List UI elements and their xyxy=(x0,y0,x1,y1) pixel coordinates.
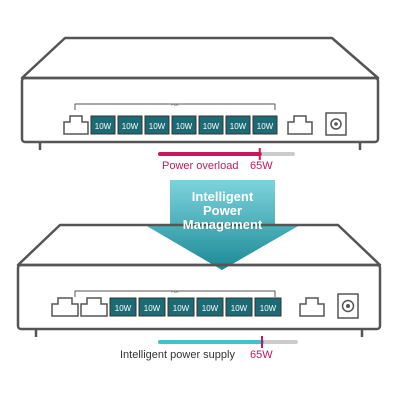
bottom-port-label-6: 10W xyxy=(260,304,277,313)
top-port-7: 10W xyxy=(252,115,278,135)
top-switch xyxy=(20,36,380,150)
top-uplink-port-icon xyxy=(287,115,313,135)
top-port-3: 10W xyxy=(144,115,170,135)
bottom-ports: 10W 10W 10W 10W 10W 10W xyxy=(51,293,359,319)
bottom-port-label-1: 10W xyxy=(115,304,132,313)
bottom-port-4: 10W xyxy=(196,297,224,317)
top-power-jack-icon xyxy=(325,112,347,136)
arrow-label-line-1: Intelligent xyxy=(191,189,254,204)
top-power-bar xyxy=(158,148,295,160)
bottom-port-label-4: 10W xyxy=(202,304,219,313)
top-power-value: 65W xyxy=(250,160,273,172)
top-port-label-2: 10W xyxy=(122,122,139,131)
bottom-port-label-2: 10W xyxy=(144,304,161,313)
bottom-port-empty-2 xyxy=(80,297,108,317)
top-port-6: 10W xyxy=(225,115,251,135)
top-switch-front xyxy=(20,76,380,144)
bottom-power-bar xyxy=(158,336,298,348)
bottom-power-caption: Intelligent power supply xyxy=(120,349,235,361)
top-port-label-7: 10W xyxy=(257,122,274,131)
bottom-power-jack-pin xyxy=(346,304,350,308)
bottom-port-label-3: 10W xyxy=(173,304,190,313)
top-power-caption: Power overload xyxy=(162,160,239,172)
top-port-label-1: 10W xyxy=(95,122,112,131)
top-port-4: 10W xyxy=(171,115,197,135)
top-port-1: 10W xyxy=(90,115,116,135)
top-port-5: 10W xyxy=(198,115,224,135)
bottom-port-label-5: 10W xyxy=(231,304,248,313)
arrow-label-line-2: Power xyxy=(202,203,242,218)
bottom-port-3: 10W xyxy=(167,297,195,317)
bottom-switch xyxy=(16,223,382,337)
top-power-jack-pin xyxy=(334,122,338,126)
bottom-port-empty-1 xyxy=(51,297,79,317)
top-port-label-5: 10W xyxy=(203,122,220,131)
bottom-power-value: 65W xyxy=(250,349,273,361)
top-poe-bracket xyxy=(74,103,276,110)
bottom-port-5: 10W xyxy=(225,297,253,317)
top-switch-lid xyxy=(20,36,380,80)
top-port-label-3: 10W xyxy=(149,122,166,131)
bottom-port-6: 10W xyxy=(254,297,282,317)
top-poe-label: PoE xyxy=(171,102,179,107)
top-port-label-6: 10W xyxy=(230,122,247,131)
top-ports: 10W 10W 10W 10W 10W 10W 10W xyxy=(63,112,347,136)
top-port-2: 10W xyxy=(117,115,143,135)
arrow-label-line-3: Management xyxy=(182,217,263,232)
top-power-jack-ring xyxy=(330,118,342,130)
bottom-switch-front xyxy=(16,263,382,331)
top-port-empty-1 xyxy=(63,115,89,135)
bottom-port-2: 10W xyxy=(138,297,166,317)
top-port-label-4: 10W xyxy=(176,122,193,131)
arrow-label: Intelligent Power Management xyxy=(170,190,275,232)
bottom-port-1: 10W xyxy=(109,297,137,317)
bottom-uplink-port-icon xyxy=(299,297,325,317)
bottom-power-jack-icon xyxy=(337,293,359,319)
bottom-poe-label: PoE xyxy=(171,289,179,294)
bottom-power-jack-ring xyxy=(341,299,355,313)
bottom-poe-bracket xyxy=(74,290,276,297)
